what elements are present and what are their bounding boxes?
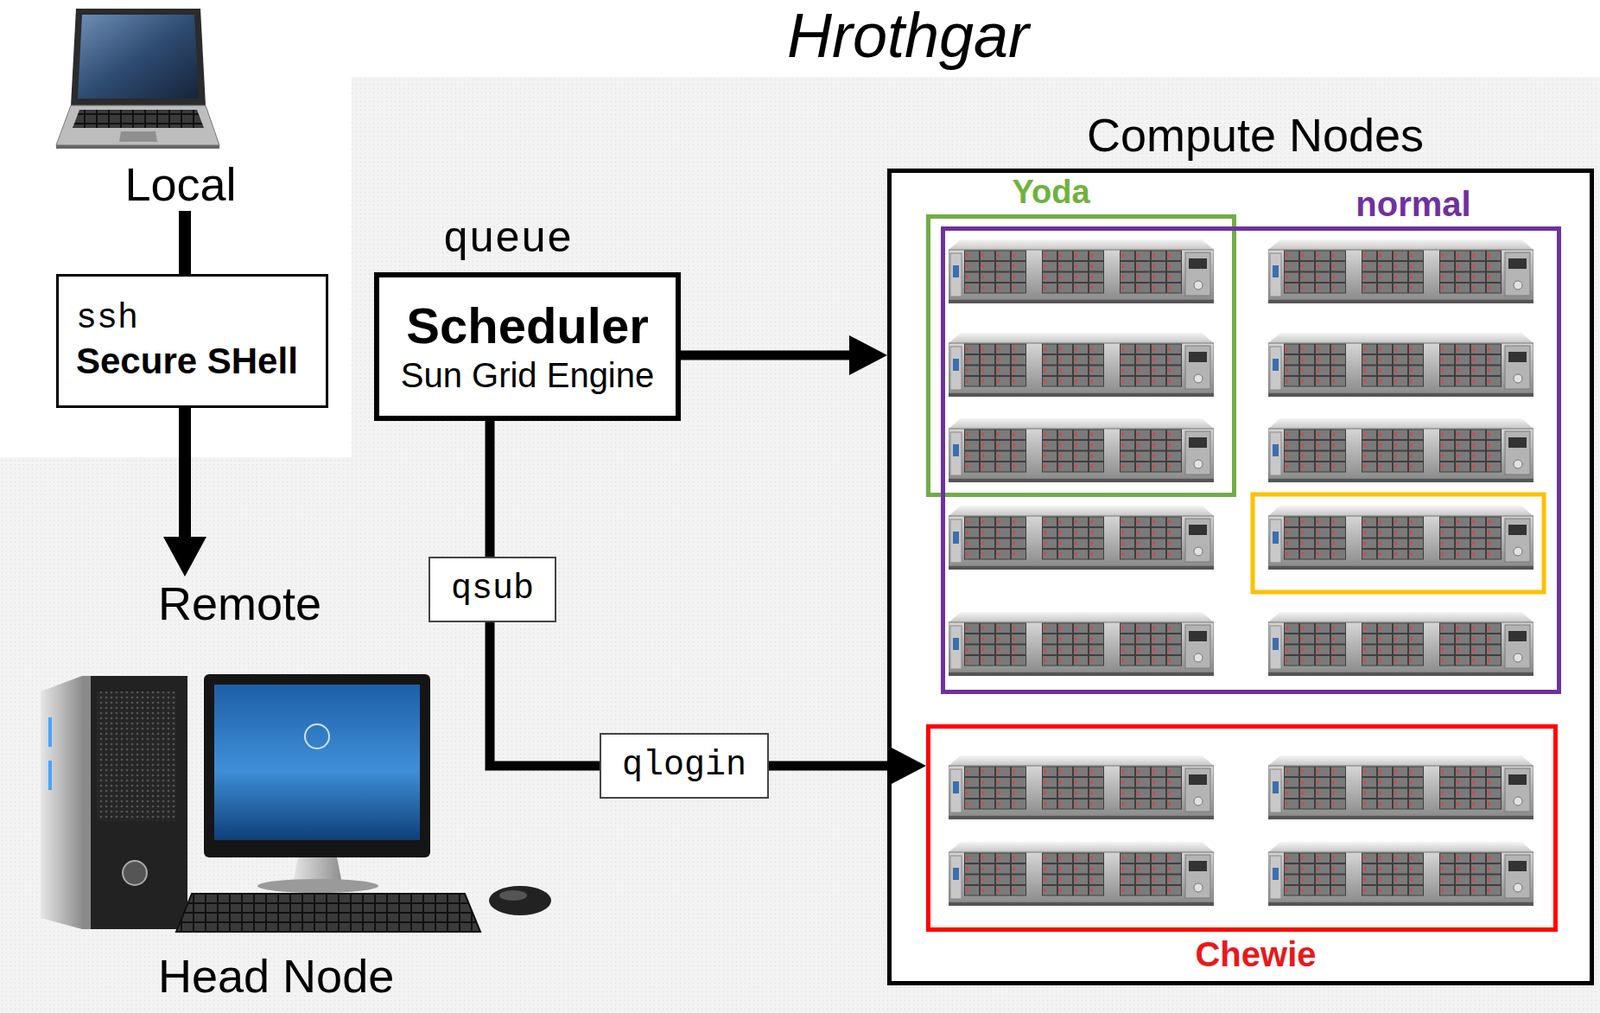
box-heading: Yoda	[900, 174, 1202, 211]
tower-light	[48, 760, 52, 790]
laptop-lid	[70, 8, 206, 106]
command-label: qsub	[428, 556, 557, 623]
laptop-touchpad	[119, 131, 158, 142]
server-unit	[948, 505, 1214, 570]
server-unit	[1268, 611, 1534, 676]
server-unit	[948, 332, 1214, 397]
diagram-title: Hrothgar	[787, 3, 1029, 70]
laptop-edge	[56, 145, 220, 149]
box-text: Local	[95, 157, 267, 211]
tower-light	[48, 717, 52, 747]
connector-arrow	[163, 407, 207, 577]
monitor-logo	[304, 723, 330, 749]
title-holder: Hrothgar	[787, 3, 1029, 70]
box-text: Sun Grid Engine	[400, 354, 655, 396]
group-box: Chewie	[926, 723, 1558, 932]
edge-label-holder: qlogin	[599, 732, 769, 799]
server-node: RemoteHead Node	[40, 576, 552, 1003]
connector-line	[178, 210, 191, 274]
desktop-computer	[40, 673, 552, 932]
cluster-ground	[887, 168, 1594, 985]
cluster-box: Compute NodesYodanormalChewie	[887, 168, 1594, 985]
arrowhead	[163, 536, 207, 577]
tower-logo	[122, 860, 147, 885]
group-box: normal	[940, 226, 1562, 694]
server-unit	[948, 841, 1214, 906]
tower-vent	[96, 691, 177, 821]
group-box: Yoda	[926, 214, 1237, 497]
keyboard	[176, 893, 481, 932]
server-unit	[948, 611, 1214, 676]
scheduler-box: queueSchedulerSun Grid Engine	[374, 272, 681, 421]
box-heading: queue	[442, 214, 572, 267]
tower-side	[40, 675, 83, 929]
server-unit	[1268, 418, 1534, 483]
monitor-foot	[257, 878, 379, 893]
mouse-shine	[499, 889, 527, 901]
box-text: Head Node	[158, 948, 394, 1003]
connector-arrow	[680, 335, 888, 375]
label-holder: qsub	[428, 556, 557, 623]
server-unit	[948, 239, 1214, 304]
highlight-frame	[1252, 494, 1544, 592]
command-label: qlogin	[599, 732, 769, 799]
mouse	[488, 885, 552, 915]
server-unit	[1268, 332, 1534, 397]
box-text: Secure SHell	[76, 339, 309, 383]
arrowhead	[849, 335, 888, 375]
server-unit	[948, 418, 1214, 483]
server-unit	[1268, 755, 1534, 820]
server-rack	[948, 239, 1534, 906]
monitor-frame	[203, 673, 431, 858]
server-unit	[1268, 841, 1534, 906]
connector-line	[680, 350, 851, 361]
box-text: ssh	[76, 298, 309, 340]
server-unit	[948, 755, 1214, 820]
tower-front	[82, 675, 188, 929]
box-heading: normal	[1107, 184, 1600, 223]
laptop-base	[56, 105, 220, 146]
box-heading: Chewie	[944, 934, 1568, 973]
connector-line	[178, 407, 191, 539]
laptop-icon	[56, 8, 220, 149]
connector-arrow	[184, 210, 186, 274]
laptop-screen	[77, 14, 199, 99]
box-text: Scheduler	[406, 297, 648, 356]
box-heading: Compute Nodes	[906, 107, 1600, 162]
client-node: Local	[95, 7, 267, 211]
server-unit	[1268, 505, 1534, 570]
server-unit	[1268, 239, 1534, 304]
laptop-keyboard	[72, 109, 204, 128]
arrowhead	[888, 745, 927, 786]
protocol-box: sshSecure SHell	[56, 273, 329, 408]
tower-edge	[82, 675, 91, 929]
monitor-screen	[214, 684, 420, 840]
box-text: Remote	[158, 576, 322, 630]
